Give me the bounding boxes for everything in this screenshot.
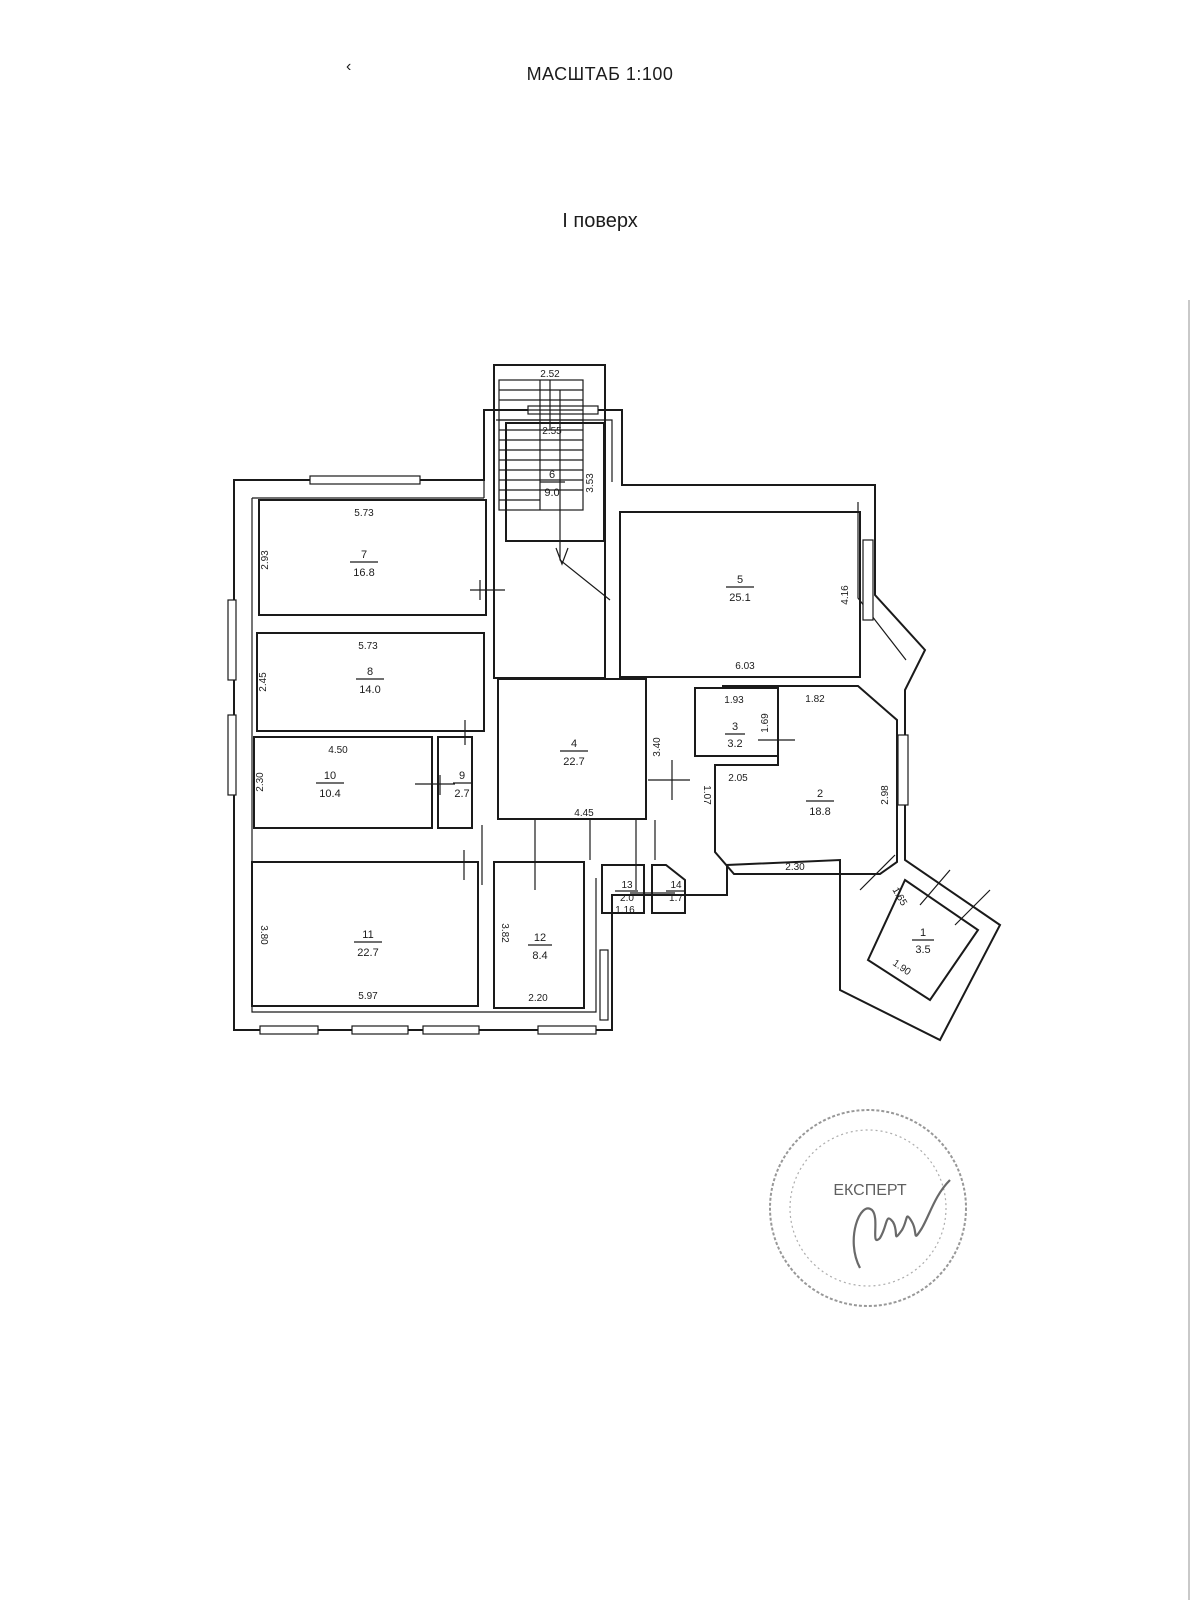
svg-text:1.69: 1.69 (760, 713, 771, 733)
svg-text:1.93: 1.93 (724, 695, 744, 706)
room-label-4: 4 22.7 (560, 738, 588, 768)
svg-text:1.90: 1.90 (890, 958, 913, 978)
svg-text:10: 10 (324, 770, 336, 782)
room-label-9: 9 2.7 (453, 770, 471, 800)
svg-text:11: 11 (362, 929, 373, 941)
room-11-outline (251, 861, 479, 1007)
outer-walls (233, 409, 1002, 1042)
svg-text:7: 7 (361, 549, 367, 561)
svg-text:2.30: 2.30 (785, 862, 805, 873)
room-label-6: 6 9.0 (540, 469, 565, 499)
svg-text:8.4: 8.4 (532, 950, 547, 962)
scale-label: МАСШТАБ 1:100 (526, 64, 674, 84)
room-number: 6 (549, 469, 555, 481)
svg-text:1.7: 1.7 (669, 893, 683, 904)
svg-text:2.98: 2.98 (880, 785, 891, 805)
svg-text:16.8: 16.8 (353, 567, 374, 579)
svg-text:4.50: 4.50 (328, 745, 348, 756)
svg-text:14.0: 14.0 (359, 684, 380, 696)
scan-mark: ‹ (346, 58, 352, 75)
room-2-outline (714, 685, 898, 875)
svg-text:4: 4 (571, 738, 577, 750)
room-7-outline (258, 499, 487, 616)
svg-text:2.0: 2.0 (620, 893, 634, 904)
svg-text:2: 2 (817, 788, 823, 800)
room-label-12: 12 8.4 (528, 932, 552, 962)
room-label-11: 11 22.7 (354, 929, 382, 959)
svg-text:5.73: 5.73 (354, 508, 374, 519)
seal-stamp: ЕКСПЕРТ (769, 1109, 967, 1307)
svg-text:3.53: 3.53 (585, 473, 596, 493)
room-13-outline (601, 864, 645, 914)
svg-text:5: 5 (737, 574, 743, 586)
room-8-outline (256, 632, 485, 732)
svg-text:13: 13 (621, 880, 633, 891)
room-12-outline (493, 861, 585, 1009)
svg-text:3.2: 3.2 (727, 738, 742, 750)
svg-text:2.30: 2.30 (255, 772, 266, 792)
svg-text:18.8: 18.8 (809, 806, 830, 818)
svg-text:2.45: 2.45 (258, 672, 269, 692)
door-markers (415, 380, 991, 926)
svg-text:5.97: 5.97 (358, 991, 378, 1002)
svg-text:9: 9 (459, 770, 465, 782)
room-label-10: 10 10.4 (316, 770, 344, 800)
floor-title: I поверх (562, 210, 638, 232)
room-1-outline (866, 878, 980, 1002)
room-10-outline (253, 736, 433, 829)
room-label-5: 5 25.1 (726, 574, 754, 604)
room-9-outline (437, 736, 473, 829)
room-area: 9.0 (544, 487, 559, 499)
svg-text:10.4: 10.4 (319, 788, 340, 800)
staircase (493, 364, 611, 679)
svg-text:1.82: 1.82 (805, 694, 825, 705)
svg-text:5.73: 5.73 (358, 641, 378, 652)
svg-text:2.52: 2.52 (540, 369, 560, 380)
svg-text:8: 8 (367, 666, 373, 678)
svg-text:2.20: 2.20 (528, 993, 548, 1004)
room-label-2: 2 18.8 (806, 788, 834, 818)
svg-text:3: 3 (732, 721, 738, 733)
room-5-outline (619, 511, 861, 678)
svg-text:4.45: 4.45 (574, 808, 594, 819)
room-label-13: 13 2.0 (615, 880, 638, 904)
svg-text:2.05: 2.05 (728, 773, 748, 784)
svg-text:3.40: 3.40 (652, 737, 663, 757)
svg-text:2.93: 2.93 (260, 550, 271, 570)
svg-text:3.82: 3.82 (499, 923, 510, 943)
svg-text:1: 1 (920, 927, 926, 939)
svg-text:6.03: 6.03 (735, 661, 755, 672)
room-label-3: 3 3.2 (725, 721, 745, 750)
svg-text:1.07: 1.07 (701, 785, 712, 805)
svg-text:14: 14 (670, 880, 682, 891)
signature (852, 1179, 951, 1269)
svg-text:2.55: 2.55 (542, 426, 562, 437)
room-label-8: 8 14.0 (356, 666, 384, 696)
svg-text:22.7: 22.7 (357, 947, 378, 959)
svg-text:3.80: 3.80 (258, 925, 269, 945)
svg-text:2.7: 2.7 (454, 788, 469, 800)
svg-text:3.5: 3.5 (915, 944, 930, 956)
svg-text:12: 12 (534, 932, 546, 944)
svg-text:25.1: 25.1 (729, 592, 750, 604)
room-label-7: 7 16.8 (350, 549, 378, 579)
room-label-14: 14 1.7 (666, 880, 686, 904)
svg-text:4.16: 4.16 (840, 585, 851, 605)
svg-text:1.16: 1.16 (615, 905, 635, 916)
scan-edge-artifact (1188, 300, 1190, 1600)
room-label-1: 1 3.5 (912, 927, 934, 956)
svg-text:22.7: 22.7 (563, 756, 584, 768)
stamp-text: ЕКСПЕРТ (833, 1182, 906, 1199)
